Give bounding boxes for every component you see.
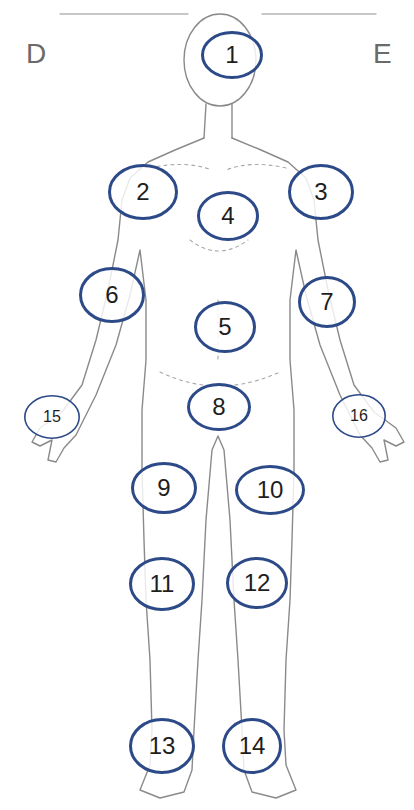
callout-circle: 10	[235, 465, 305, 515]
callout-circle: 7	[298, 276, 356, 328]
callout-circle: 2	[108, 164, 178, 220]
callout-number: 2	[136, 180, 149, 204]
callout-circle: 5	[194, 301, 256, 353]
circle-outline	[131, 559, 194, 610]
circle-outline	[203, 33, 262, 78]
callout-number: 1	[225, 43, 238, 67]
side-letter: E	[373, 40, 392, 68]
callout-circle: 12	[226, 557, 288, 609]
top-rule	[262, 13, 376, 14]
callout-circle: 1	[201, 31, 263, 79]
callout-number: 7	[320, 290, 333, 314]
callout-circle: 4	[197, 191, 259, 241]
circle-outline	[81, 269, 144, 322]
body-silhouette	[32, 138, 404, 798]
circle-outline	[224, 720, 281, 773]
callout-circle: 15	[24, 395, 80, 439]
circle-outline	[25, 396, 79, 438]
circle-outline	[189, 385, 250, 430]
circle-outline	[196, 303, 255, 352]
callout-circle: 3	[288, 164, 354, 220]
callout-number: 9	[157, 476, 170, 500]
circle-outline	[199, 193, 258, 240]
callout-number: 4	[221, 204, 234, 228]
callout-number: 3	[314, 180, 327, 204]
callout-number: 13	[149, 734, 176, 758]
circle-outline	[131, 720, 194, 773]
circle-outline	[300, 278, 355, 327]
top-rule	[60, 13, 188, 14]
circle-outline	[228, 559, 287, 608]
callout-number: 11	[150, 572, 175, 596]
neck-outline	[204, 104, 232, 138]
callout-number: 12	[244, 571, 271, 595]
callout-number: 5	[218, 315, 231, 339]
callout-circle: 6	[79, 267, 145, 323]
callout-number: 6	[105, 283, 118, 307]
callout-number: 8	[212, 395, 225, 419]
callout-number: 14	[239, 734, 266, 758]
callout-circle: 16	[332, 394, 386, 438]
side-letter: D	[26, 40, 46, 68]
circle-outline	[110, 166, 177, 219]
callout-number: 16	[350, 408, 368, 424]
callout-number: 15	[43, 409, 61, 425]
callout-circle: 8	[187, 383, 251, 431]
callout-circle: 9	[131, 462, 197, 514]
circle-outline	[133, 464, 196, 513]
circle-outline	[290, 166, 353, 219]
callout-circle: 13	[129, 718, 195, 774]
circle-outline	[237, 467, 304, 514]
callout-number: 10	[257, 478, 284, 502]
callout-circle: 11	[129, 557, 195, 611]
circle-outline	[333, 395, 385, 437]
callout-circle: 14	[222, 718, 282, 774]
